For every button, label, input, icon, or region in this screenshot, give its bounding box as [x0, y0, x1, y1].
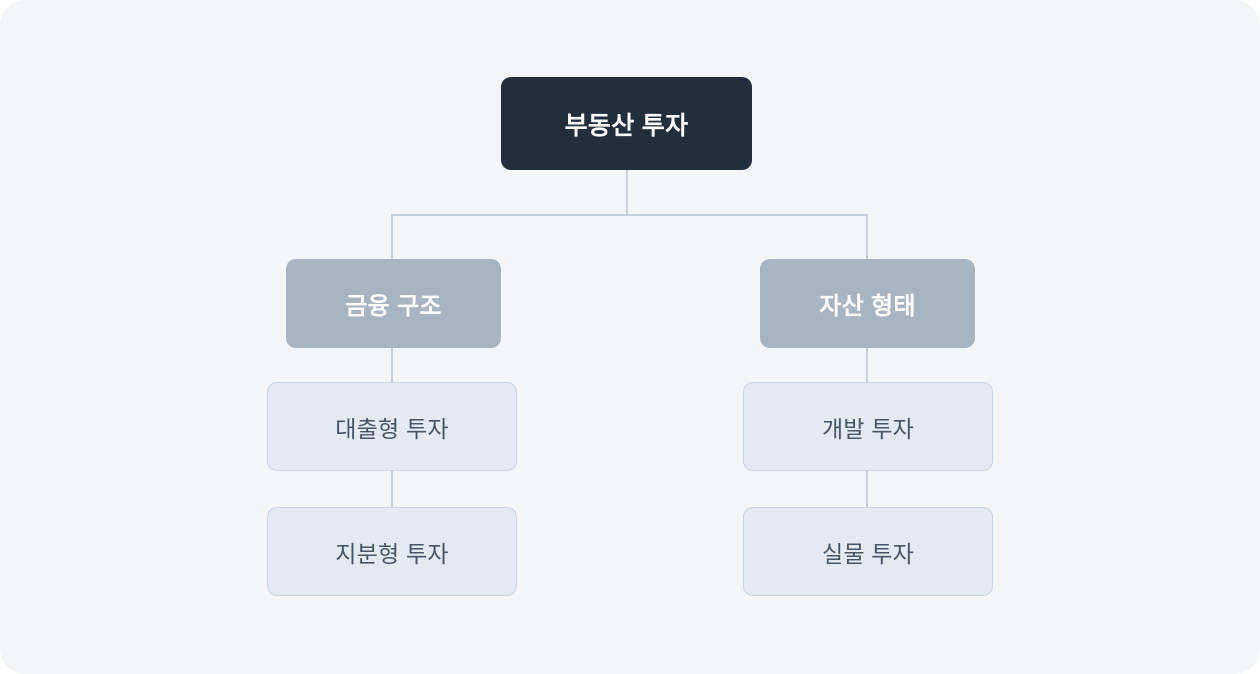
node-root[interactable]: 부동산 투자: [501, 77, 752, 170]
node-leaf-development-investment[interactable]: 개발 투자: [743, 382, 993, 471]
node-leaf-loan-investment[interactable]: 대출형 투자: [267, 382, 517, 471]
connector-leaf-right-1-to-2: [866, 471, 868, 507]
node-leaf-equity-investment[interactable]: 지분형 투자: [267, 507, 517, 596]
connector-root-stem: [626, 170, 628, 216]
connector-root-to-branch-right: [866, 214, 868, 259]
connector-leaf-left-1-to-2: [391, 471, 393, 507]
connector-split-bar: [391, 214, 868, 216]
node-leaf-physical-investment[interactable]: 실물 투자: [743, 507, 993, 596]
connector-branch-left-to-leaf-1: [391, 348, 393, 382]
node-branch-financial-structure[interactable]: 금융 구조: [286, 259, 501, 348]
connector-branch-right-to-leaf-1: [866, 348, 868, 382]
node-branch-asset-type[interactable]: 자산 형태: [760, 259, 975, 348]
connector-root-to-branch-left: [391, 214, 393, 259]
